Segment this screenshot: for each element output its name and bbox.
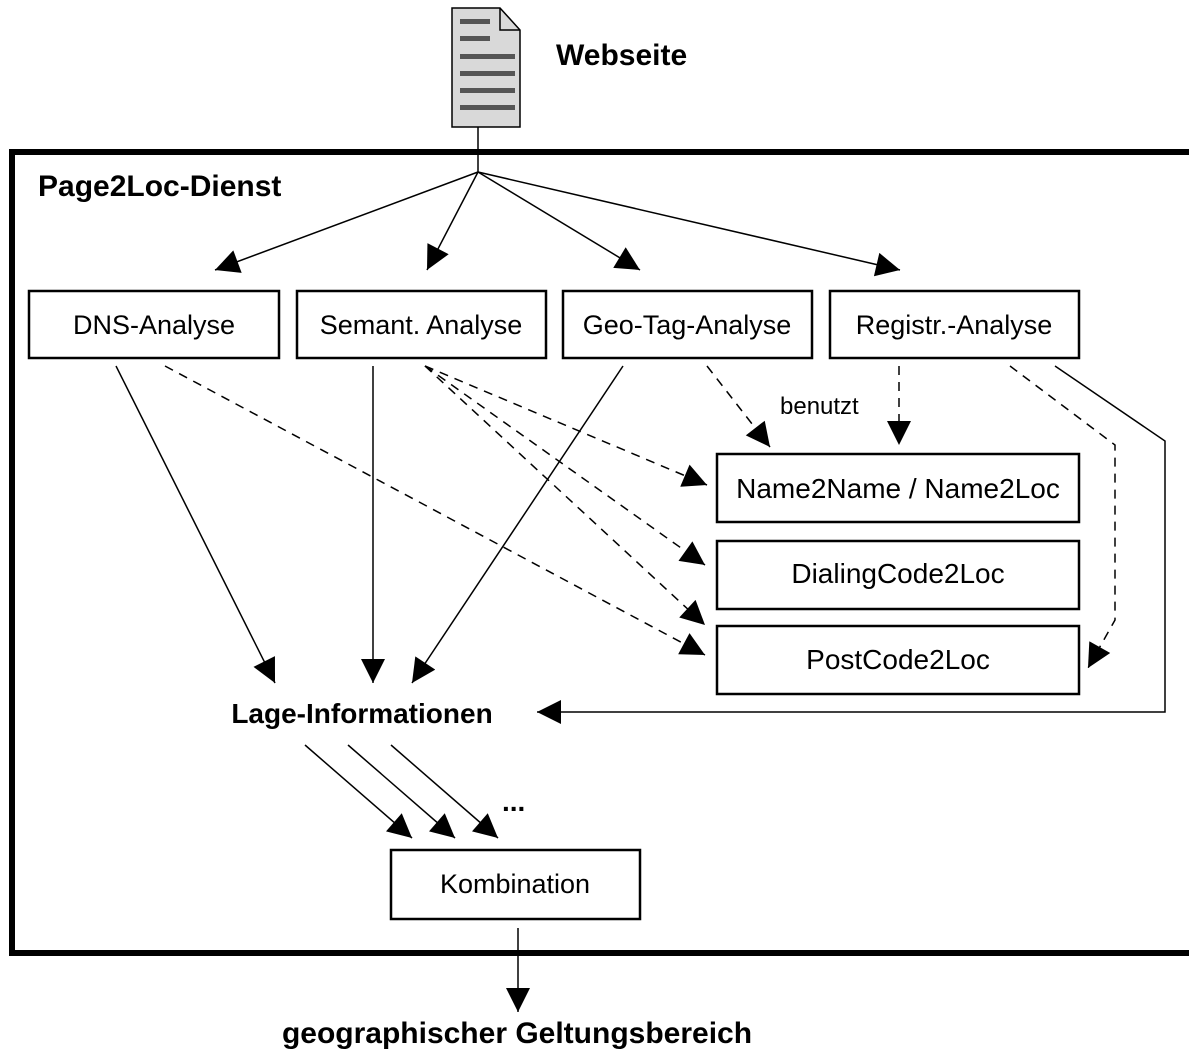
box-semantic-analysis [295, 289, 548, 360]
box-name2name [715, 452, 1081, 524]
arrow-location-to-combination-1 [304, 744, 413, 839]
arrow-dns-to-location [115, 365, 276, 684]
box-dialingcode-label: DialingCode2Loc [791, 558, 1004, 589]
dashed-geotag-to-name2name [706, 365, 771, 448]
service-frame [9, 149, 1189, 956]
dashed-semantic-to-postcode [424, 365, 706, 626]
document-label: Webseite [556, 39, 687, 72]
box-registr-analysis [828, 289, 1081, 360]
arrow-location-to-combination-2 [347, 744, 456, 839]
arrow-to-registr [477, 171, 901, 277]
output-label: geographischer Geltungsbereich [282, 1017, 752, 1050]
arrow-geotag-to-location [411, 365, 624, 684]
dashed-semantic-to-dialingcode [424, 365, 706, 566]
arrow-to-geotag [477, 171, 641, 271]
box-name2name-label: Name2Name / Name2Loc [736, 473, 1060, 504]
box-dns-analysis [27, 289, 281, 360]
location-info-label: Lage-Informationen [231, 698, 492, 729]
ellipsis-label: ... [502, 786, 525, 817]
box-combination-label: Kombination [440, 869, 590, 899]
uses-label: benutzt [780, 393, 859, 420]
dashed-semantic-to-name2name [424, 365, 708, 487]
box-registr-analysis-label: Registr.-Analyse [856, 310, 1053, 340]
box-geotag-analysis-label: Geo-Tag-Analyse [583, 310, 792, 340]
service-title: Page2Loc-Dienst [38, 170, 281, 203]
dashed-dns-to-postcode [164, 365, 706, 656]
arrow-to-semantic [426, 171, 479, 271]
arrow-location-to-combination-3 [390, 744, 499, 839]
arrow-registr-to-location [537, 365, 1166, 724]
dashed-registr-to-postcode [1009, 365, 1116, 669]
box-dialingcode [715, 539, 1081, 611]
box-postcode [715, 624, 1081, 696]
box-geotag-analysis [561, 289, 814, 360]
box-dns-analysis-label: DNS-Analyse [73, 310, 235, 340]
box-semantic-analysis-label: Semant. Analyse [320, 310, 523, 340]
document-icon [451, 7, 521, 128]
box-postcode-label: PostCode2Loc [806, 644, 990, 675]
arrow-to-dns [214, 171, 479, 273]
box-combination [389, 848, 642, 921]
